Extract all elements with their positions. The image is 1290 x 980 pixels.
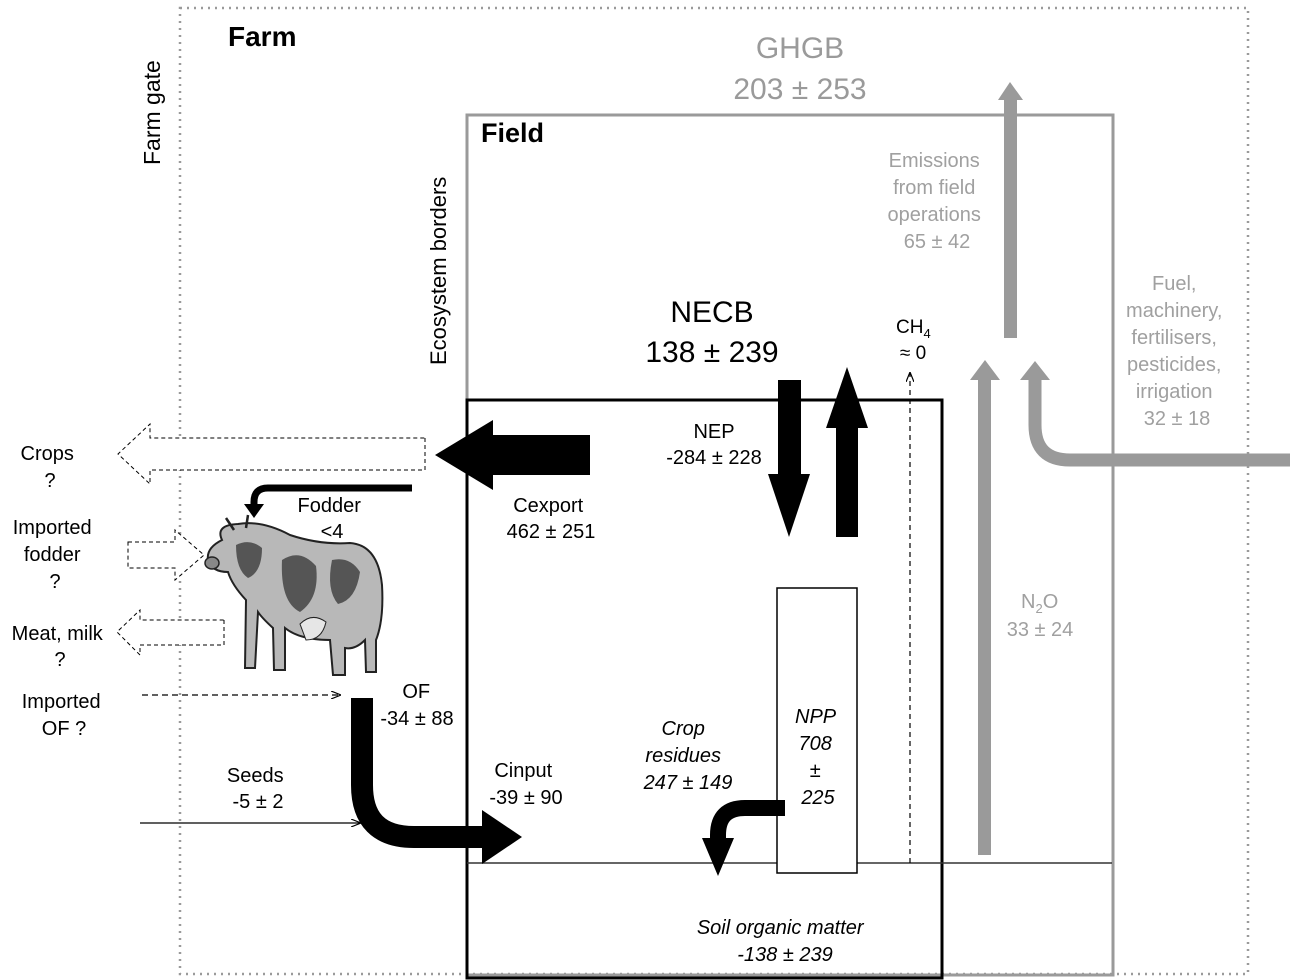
crop-residues-arrow (710, 800, 785, 840)
npp-label: NPP 708 ± 225 (795, 706, 841, 809)
n2o-value: 33 ± 24 (1007, 619, 1074, 641)
ecosystem-borders-label: Ecosystem borders (426, 177, 451, 365)
emissions-label: Emissions from field operations 65 ± 42 (888, 150, 987, 253)
ecosystem-box (465, 398, 944, 980)
nep-down-arrow (768, 380, 810, 537)
fuel-arrow-head (1020, 361, 1050, 380)
imported-of-label: Imported OF ? (22, 691, 107, 740)
cexport-arrow (435, 420, 590, 490)
cow-illustration (204, 514, 384, 676)
field-label: Field (481, 118, 544, 148)
meat-milk-label: Meat, milk ? (12, 623, 109, 671)
seeds-label: Seeds -5 ± 2 (227, 765, 289, 813)
n2o-arrow (970, 360, 1000, 855)
n2o-label: N2O (1021, 591, 1058, 616)
crops-arrow (117, 422, 426, 486)
ch4-label: CH4 (896, 317, 931, 341)
ghgb-value: 203 ± 253 (733, 73, 866, 106)
cinput-label: Cinput -39 ± 90 (489, 760, 562, 809)
of-arrow-head (482, 810, 522, 864)
necb-title: NECB (670, 296, 753, 329)
crop-residues-label: Crop residues 247 ± 149 (643, 718, 733, 794)
farm-label: Farm (228, 21, 296, 52)
imported-fodder-label: Imported fodder ? (13, 517, 98, 593)
ch4-value: ≈ 0 (900, 343, 926, 364)
nep-title: NEP (693, 421, 734, 443)
necb-value: 138 ± 239 (645, 336, 778, 369)
farm-gate-border (178, 6, 1250, 976)
of-arrow (351, 698, 485, 848)
ghgb-arrow (998, 82, 1023, 338)
nep-up-arrow (826, 367, 868, 537)
fodder-arrow (250, 484, 412, 506)
farm-gate-label: Farm gate (139, 60, 165, 165)
fuel-label: Fuel, machinery, fertilisers, pesticides… (1126, 273, 1228, 430)
fodder-label: Fodder <4 (298, 495, 367, 543)
npp-box (776, 587, 858, 874)
fodder-arrow-head (244, 504, 264, 518)
nep-value: -284 ± 228 (666, 447, 762, 469)
ghgb-title: GHGB (756, 32, 844, 65)
imported-fodder-arrow (127, 528, 205, 582)
fuel-arrow (1028, 378, 1290, 467)
soil-organic-matter-label: Soil organic matter -138 ± 239 (697, 917, 869, 966)
cexport-label: Cexport 462 ± 251 (507, 495, 596, 543)
of-label: OF -34 ± 88 (380, 681, 453, 730)
crops-label: Crops ? (21, 443, 80, 492)
meat-milk-arrow (116, 608, 225, 657)
crop-residues-arrow-head (702, 838, 734, 876)
